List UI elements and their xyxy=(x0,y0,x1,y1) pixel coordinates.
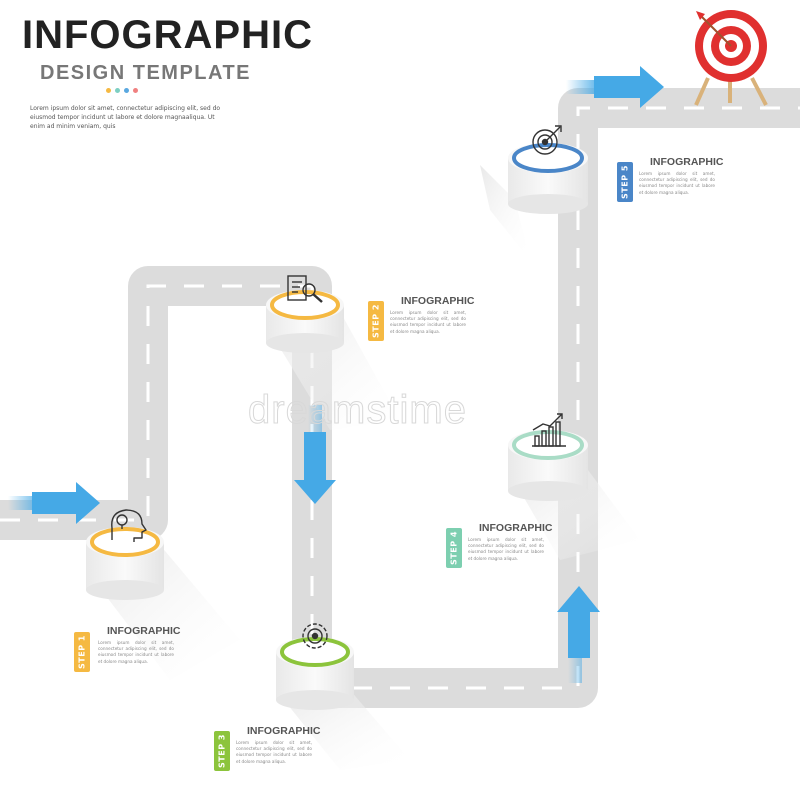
target-icon xyxy=(532,125,562,155)
step-2-body: Lorem ipsum dolor sit amet, connectetur … xyxy=(390,310,466,334)
step-3-tag: STEP 3 xyxy=(214,731,230,771)
arrow-right-icon xyxy=(566,66,664,108)
step-1-heading: INFOGRAPHIC xyxy=(107,625,181,637)
step-1-tag: STEP 1 xyxy=(74,632,90,672)
step-5-tag: STEP 5 xyxy=(617,162,633,202)
growth-chart-icon xyxy=(532,413,566,447)
idea-head-icon xyxy=(111,509,147,542)
step-5-heading: INFOGRAPHIC xyxy=(650,156,724,168)
step-1-pillar xyxy=(86,527,164,600)
step-3-body: Lorem ipsum dolor sit amet, connectetur … xyxy=(236,740,312,764)
step-3-heading: INFOGRAPHIC xyxy=(247,725,321,737)
step-4-pillar xyxy=(508,430,588,501)
page-title: INFOGRAPHIC xyxy=(22,13,313,57)
step-2-tag: STEP 2 xyxy=(368,301,384,341)
arrow-right-icon xyxy=(8,482,100,524)
step-3-tag-label: STEP 3 xyxy=(217,734,227,768)
step-4-ring xyxy=(512,430,584,460)
step-2-ring xyxy=(270,290,340,320)
document-search-icon xyxy=(287,275,323,303)
arrow-down-icon xyxy=(294,405,336,504)
pillar-shadow xyxy=(480,165,530,260)
dot xyxy=(124,88,129,93)
arrow-up-icon xyxy=(557,586,600,683)
step-5-tag-label: STEP 5 xyxy=(620,165,630,199)
page-subtitle: DESIGN TEMPLATE xyxy=(40,62,252,84)
step-4-tag-label: STEP 4 xyxy=(449,531,459,565)
step-2-heading: INFOGRAPHIC xyxy=(401,295,475,307)
watermark: dreamstime xyxy=(248,388,467,433)
step-4-body: Lorem ipsum dolor sit amet, connectetur … xyxy=(468,537,544,561)
step-1-ring xyxy=(90,527,160,557)
dot xyxy=(115,88,120,93)
bullseye-arrow-icon xyxy=(694,10,768,106)
decorative-dots xyxy=(106,88,138,93)
intro-text: Lorem ipsum dolor sit amet, connectetur … xyxy=(30,105,221,130)
step-2-tag-label: STEP 2 xyxy=(371,304,381,338)
step-5-ring xyxy=(512,143,584,173)
step-1-tag-label: STEP 1 xyxy=(77,635,87,669)
dot xyxy=(106,88,111,93)
step-1-body: Lorem ipsum dolor sit amet, connectetur … xyxy=(98,640,174,664)
pillar-shadow xyxy=(276,690,410,770)
step-3-pillar xyxy=(276,637,354,710)
dot xyxy=(133,88,138,93)
target-gear-icon xyxy=(302,623,328,649)
step-5-pillar xyxy=(508,143,588,214)
step-4-tag: STEP 4 xyxy=(446,528,462,568)
step-5-body: Lorem ipsum dolor sit amet, connectetur … xyxy=(639,171,715,195)
step-4-heading: INFOGRAPHIC xyxy=(479,522,553,534)
